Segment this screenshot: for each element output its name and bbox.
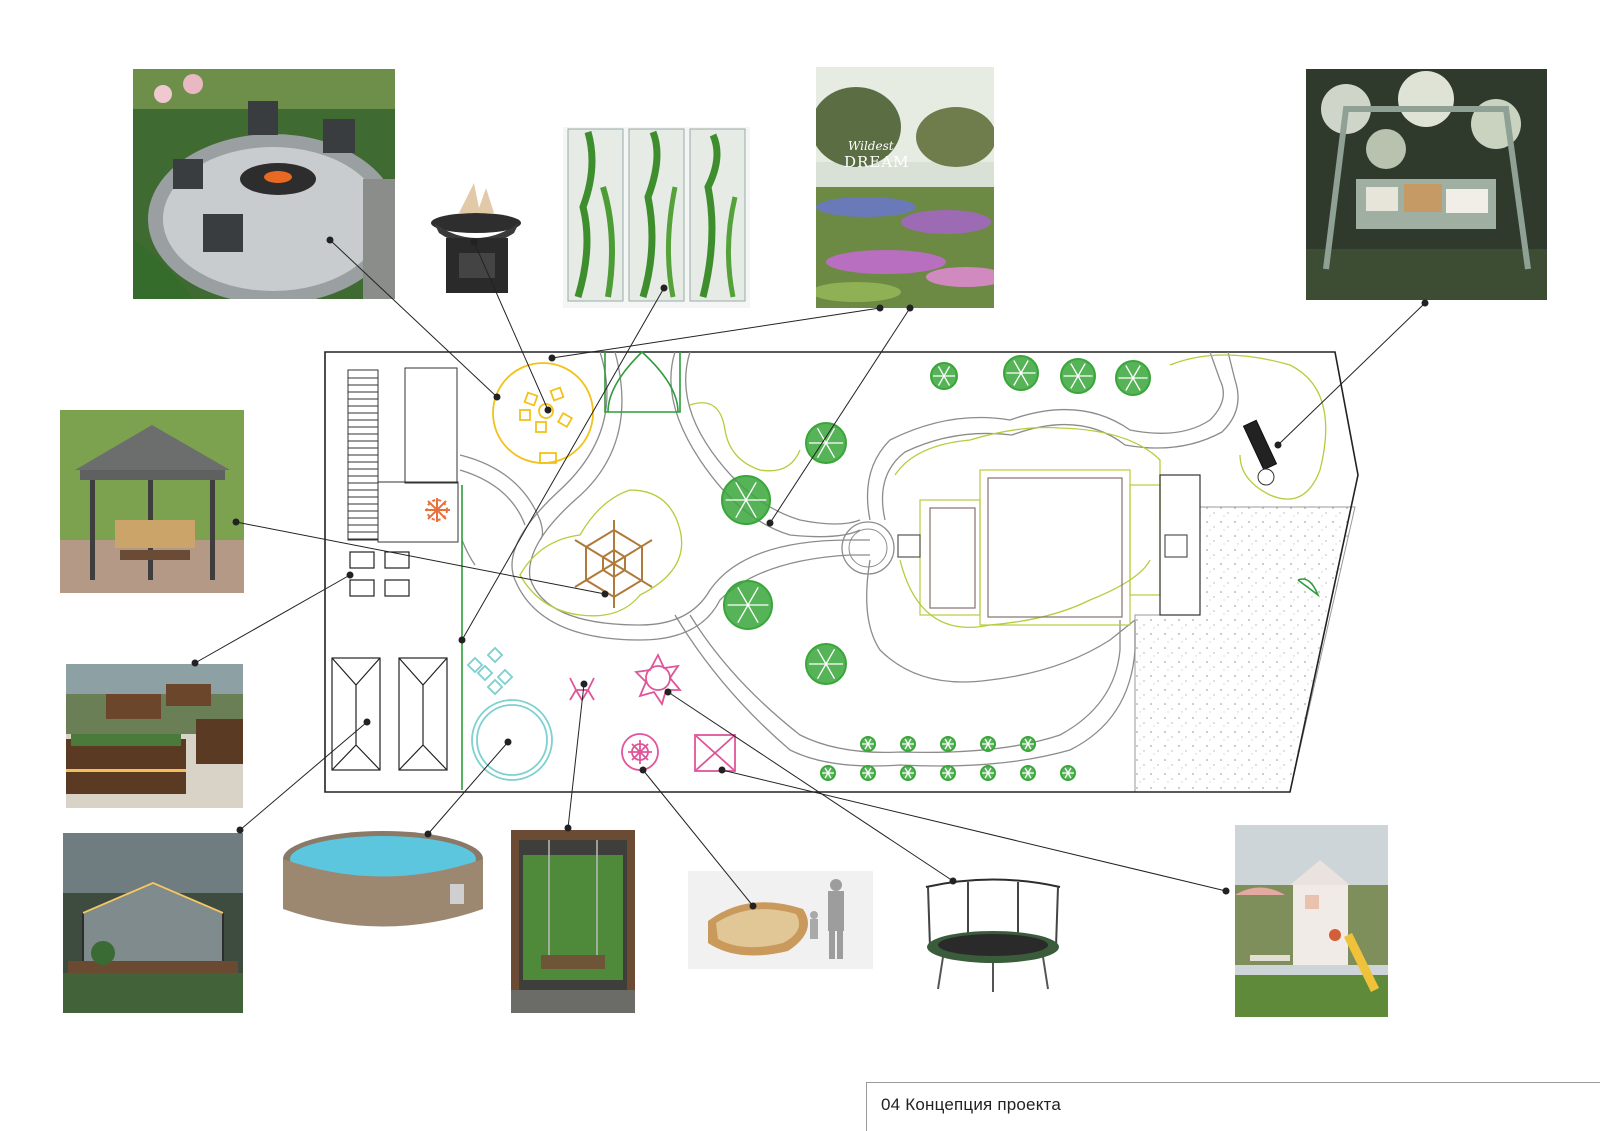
raised-beds bbox=[331, 657, 448, 771]
leader-dots bbox=[191, 236, 1429, 910]
tree-symbol bbox=[721, 475, 771, 525]
pool-loungers bbox=[466, 646, 514, 696]
tree-symbol bbox=[805, 422, 847, 464]
garden-paths bbox=[459, 351, 1239, 767]
photo-hanging-swing bbox=[511, 830, 635, 1013]
tree-symbol bbox=[980, 736, 996, 752]
terrace-stairs bbox=[347, 367, 459, 543]
photo-fire-bowl bbox=[424, 178, 529, 298]
path-roundabout bbox=[841, 521, 895, 575]
photo-greenhouse bbox=[63, 833, 243, 1013]
magazine-title-line2: DREAM bbox=[844, 153, 909, 171]
leader-lines bbox=[194, 239, 1426, 907]
tree-symbol bbox=[980, 765, 996, 781]
bench bbox=[1242, 419, 1278, 486]
pool bbox=[466, 646, 553, 781]
photo-above-ground-pool bbox=[280, 829, 486, 934]
tree-symbol bbox=[723, 580, 773, 630]
tree-symbol bbox=[805, 643, 847, 685]
photo-magazine-wildest-dream: Wildest DREAM bbox=[816, 67, 994, 308]
lawn-areas bbox=[519, 354, 1327, 629]
fire-pit-area bbox=[492, 362, 594, 464]
photo-raised-beds bbox=[66, 664, 243, 808]
photo-gazebo bbox=[60, 410, 244, 593]
photo-climbing-trellis bbox=[563, 127, 750, 308]
photo-sandbox bbox=[688, 871, 873, 969]
trees bbox=[721, 355, 1151, 781]
play-area bbox=[569, 652, 736, 772]
orange-shrub bbox=[425, 498, 450, 522]
tree-symbol bbox=[1060, 358, 1096, 394]
tree-symbol bbox=[860, 765, 876, 781]
house bbox=[897, 469, 1201, 626]
tree-symbol bbox=[1020, 765, 1036, 781]
tree-symbol bbox=[940, 736, 956, 752]
magazine-title-line1: Wildest bbox=[848, 139, 894, 153]
tree-symbol bbox=[1060, 765, 1076, 781]
title-block: 04 Концепция проекта bbox=[866, 1082, 1600, 1131]
photo-playhouse bbox=[1235, 825, 1388, 1017]
title-block-label: 04 Концепция проекта bbox=[881, 1095, 1061, 1114]
photo-fire-pit-seating bbox=[133, 69, 395, 299]
tree-symbol bbox=[1115, 360, 1151, 396]
tree-symbol bbox=[900, 736, 916, 752]
tree-symbol bbox=[860, 736, 876, 752]
tree-symbol bbox=[900, 765, 916, 781]
planter-boxes bbox=[349, 551, 410, 597]
tree-symbol bbox=[1003, 355, 1039, 391]
photo-garden-swing-bench bbox=[1306, 69, 1547, 300]
plot-boundary bbox=[324, 351, 1359, 793]
photo-trampoline bbox=[918, 877, 1068, 997]
tree-symbol bbox=[1020, 736, 1036, 752]
pergola bbox=[574, 520, 653, 608]
tree-symbol bbox=[820, 765, 836, 781]
tree-symbol bbox=[940, 765, 956, 781]
gravel-area bbox=[1134, 506, 1356, 793]
tree-symbol bbox=[930, 362, 958, 390]
